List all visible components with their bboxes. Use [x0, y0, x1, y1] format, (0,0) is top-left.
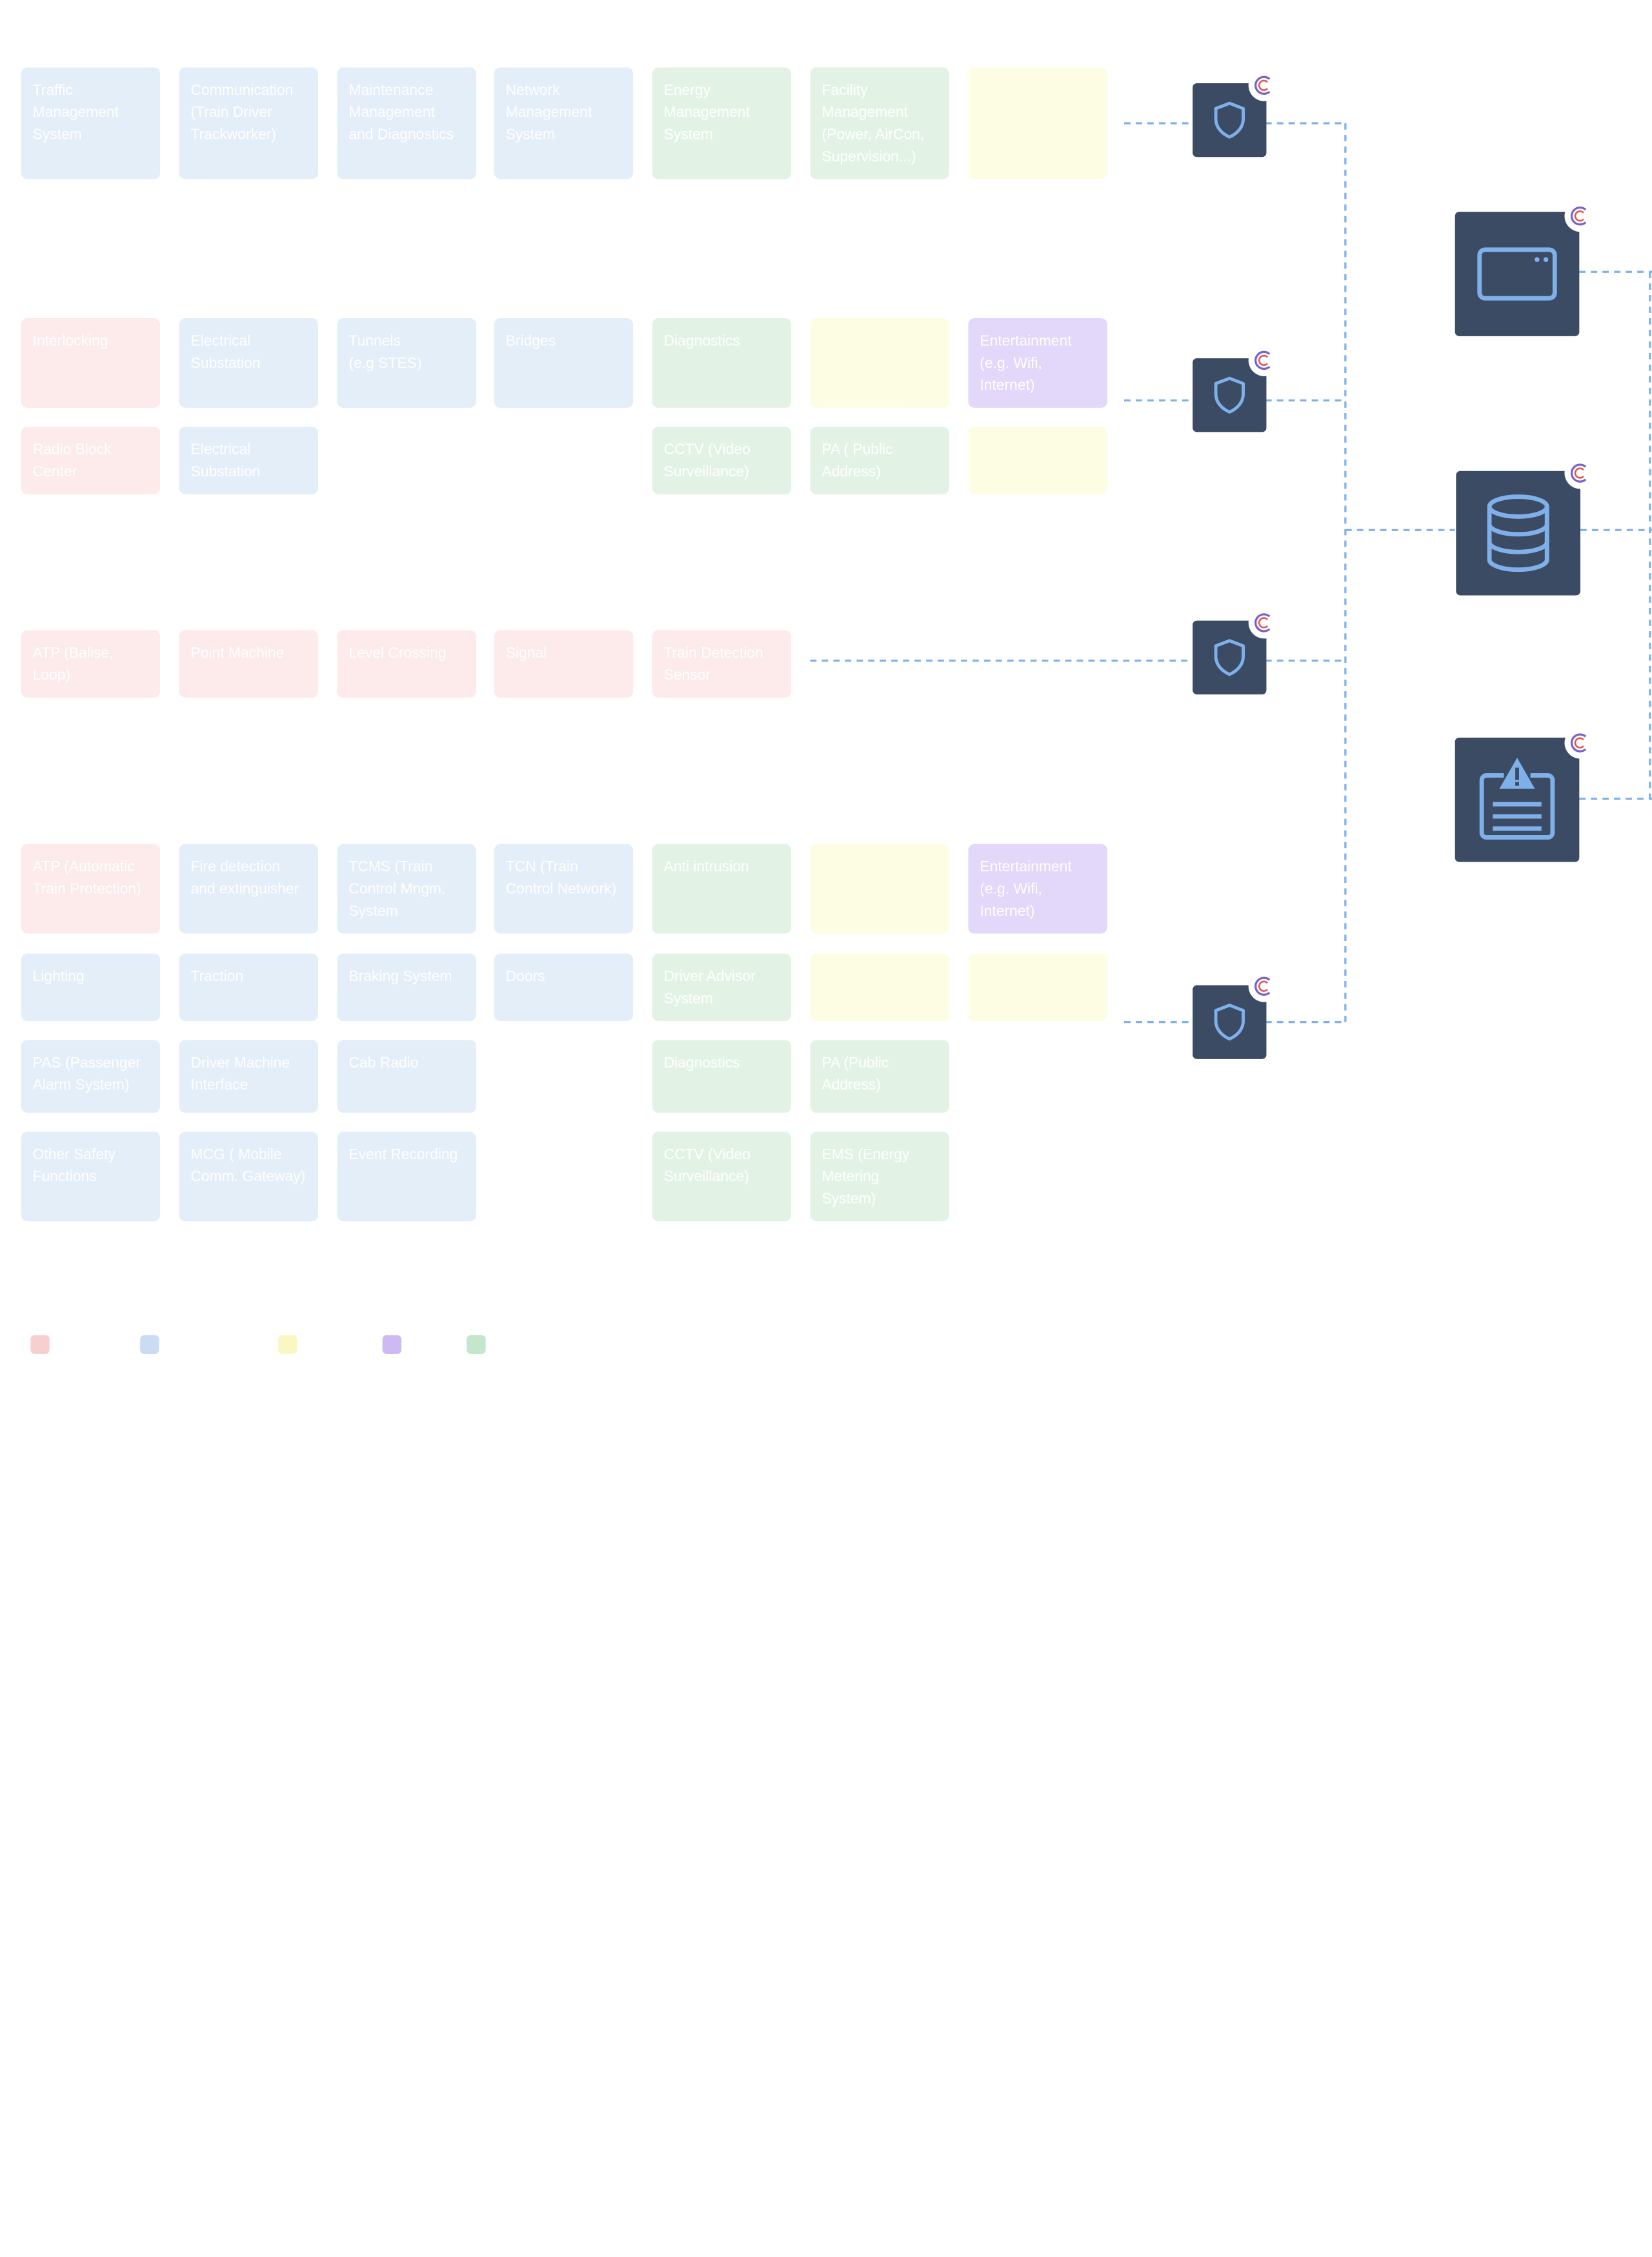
other-safety-functions: Other Safety Functions: [21, 1131, 161, 1222]
diagnostics-1: Diagnostics: [652, 318, 792, 408]
unlabeled-yellow-3: [968, 427, 1107, 494]
atp-balise: ATP (Balise, Loop): [21, 630, 161, 698]
vendor-logo-icon: [1564, 727, 1597, 759]
entertainment-2: Entertainment (e.g. Wifi, Internet): [968, 844, 1107, 934]
pa-2: PA (Public Address): [810, 1040, 950, 1113]
facility-management: Facility Management (Power, AirCon, Supe…: [810, 67, 950, 179]
electrical-substation-2: Electrical Substation: [179, 427, 319, 494]
atp-automatic: ATP (Automatic Train Protection): [21, 844, 161, 934]
traffic-management-system: Traffic Management System: [21, 67, 161, 179]
alert-log-hub: [1455, 737, 1580, 862]
maintenance-management: Maintenance Management and Diagnostics: [337, 67, 476, 179]
vendor-logo-icon: [1248, 344, 1280, 376]
legend-yellow: [278, 1335, 297, 1354]
pa-1: PA ( Public Address): [810, 427, 950, 494]
unlabeled-yellow-5: [810, 953, 950, 1022]
tcn: TCN (Train Control Network): [494, 844, 634, 934]
legend-passenger: [382, 1335, 402, 1354]
unlabeled-yellow-2: [810, 318, 950, 408]
train-detection-sensor: Train Detection Sensor: [652, 630, 792, 698]
legend-infrastructure: [140, 1335, 159, 1354]
network-management-system: Network Management System: [494, 67, 634, 179]
cab-radio: Cab Radio: [337, 1040, 476, 1113]
unlabeled-yellow-4: [810, 844, 950, 934]
lighting: Lighting: [21, 953, 161, 1022]
alert-document-icon: [1473, 756, 1561, 844]
driver-machine-interface: Driver Machine Interface: [179, 1040, 319, 1113]
cctv-1: CCTV (Video Surveillance): [652, 427, 792, 494]
legend-facility: [467, 1335, 486, 1354]
driver-advisor-system: Driver Advisor System: [652, 953, 792, 1022]
anti-intrusion: Anti intrusion: [652, 844, 792, 934]
diagnostics-2: Diagnostics: [652, 1040, 792, 1113]
database-icon: [1474, 489, 1562, 578]
energy-management-system: Energy Management System: [652, 67, 792, 179]
doors: Doors: [494, 953, 634, 1022]
unlabeled-yellow-6: [968, 953, 1107, 1022]
braking-system: Braking System: [337, 953, 476, 1022]
connector-lines: [810, 122, 1652, 1024]
communication-train-driver: Communication (Train Driver Trackworker): [179, 67, 319, 179]
radio-block-center: Radio Block Center: [21, 427, 161, 494]
level-crossing: Level Crossing: [337, 630, 476, 698]
traction: Traction: [179, 953, 319, 1022]
cctv-2: CCTV (Video Surveillance): [652, 1131, 792, 1222]
point-machine: Point Machine: [179, 630, 319, 698]
vendor-logo-icon: [1248, 970, 1280, 1002]
shield-icon: [1209, 636, 1251, 678]
browser-window-icon: [1473, 230, 1561, 318]
vendor-logo-icon: [1248, 607, 1280, 639]
fire-detection: Fire detection and extinguisher: [179, 844, 319, 934]
event-recording: Event Recording: [337, 1131, 476, 1222]
database-hub: [1456, 471, 1580, 596]
entertainment-1: Entertainment (e.g. Wifi, Internet): [968, 318, 1107, 408]
shield-icon: [1209, 374, 1251, 416]
vendor-logo-icon: [1564, 200, 1597, 232]
shield-icon: [1209, 99, 1251, 141]
tunnels: Tunnels (e.g STES): [337, 318, 476, 408]
mcg: MCG ( Mobile Comm. Gateway): [179, 1131, 319, 1222]
vendor-logo-icon: [1248, 69, 1280, 101]
tcms: TCMS (Train Control Mngm. System: [337, 844, 476, 934]
vendor-logo-icon: [1564, 457, 1597, 489]
shield-icon: [1209, 1001, 1251, 1043]
signal: Signal: [494, 630, 634, 698]
interlocking: Interlocking: [21, 318, 161, 408]
legend-safety: [30, 1335, 50, 1354]
pas: PAS (Passenger Alarm System): [21, 1040, 161, 1113]
unlabeled-yellow-1: [968, 67, 1107, 179]
management-console-hub: [1455, 212, 1580, 336]
electrical-substation-1: Electrical Substation: [179, 318, 319, 408]
ems: EMS (Energy Metering System): [810, 1131, 950, 1222]
bridges: Bridges: [494, 318, 634, 408]
